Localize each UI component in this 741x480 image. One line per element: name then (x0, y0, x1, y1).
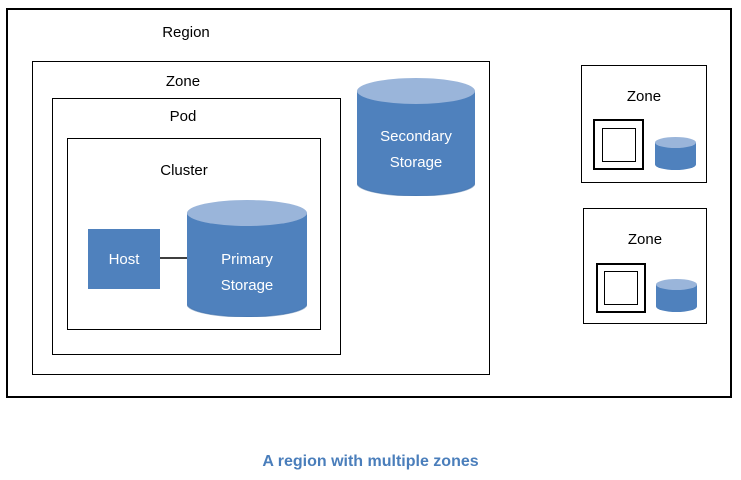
host-storage-connector (160, 257, 188, 259)
region-label: Region (162, 24, 210, 41)
storage-cylinder-small (655, 137, 696, 170)
primary-storage-label: Primary Storage (220, 251, 274, 294)
host-inner-square-icon (604, 271, 638, 305)
host-inner-square-icon (601, 127, 636, 162)
cluster-label: Cluster (160, 162, 208, 179)
cylinder-icon (656, 279, 697, 312)
host-square-icon (593, 119, 644, 170)
region-box: Region Zone Secondary Storage Pod (6, 8, 732, 398)
pod-label: Pod (169, 108, 197, 125)
cluster-box: Cluster Host (67, 138, 321, 330)
secondary-storage-label: Secondary Storage (380, 128, 452, 171)
host-label: Host (108, 250, 140, 268)
zone-box-main: Zone Secondary Storage Pod Cluster (32, 61, 490, 375)
cylinder-icon (357, 78, 475, 196)
host-square-icon (596, 263, 646, 313)
host-box: Host (88, 229, 160, 289)
zone-label-3: Zone (627, 231, 663, 248)
zone-box-2: Zone (581, 65, 707, 183)
cylinder-icon (655, 137, 696, 170)
secondary-storage-cylinder: Secondary Storage (357, 78, 475, 196)
storage-cylinder-small (656, 279, 697, 312)
primary-storage-cylinder: Primary Storage (187, 200, 307, 317)
cylinder-icon (187, 200, 307, 317)
zone-box-3: Zone (583, 208, 707, 324)
zone-label-main: Zone (165, 73, 201, 90)
zone-label-2: Zone (626, 88, 662, 105)
pod-box: Pod Cluster Host (52, 98, 341, 355)
diagram-caption: A region with multiple zones (262, 453, 479, 470)
